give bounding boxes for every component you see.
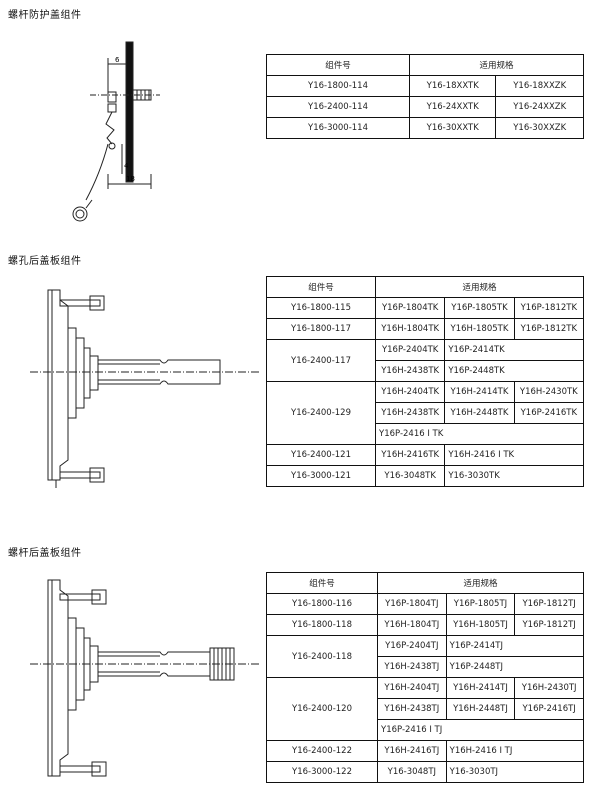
spec-cell: Y16P-1804TJ <box>377 593 447 615</box>
table-row: Y16-2400-117 Y16P-2404TK Y16P-2414TK <box>266 339 584 382</box>
spec-cell: Y16P-2448TK <box>444 360 584 382</box>
section-title-hole-plate: 螺孔后盖板组件 <box>8 256 82 267</box>
header-spec: 适用规格 <box>375 276 584 298</box>
hole-plate-spec-table: 组件号 适用规格 Y16-1800-115 Y16P-1804TK Y16P-1… <box>266 276 585 487</box>
table-row: Y16-2400-118 Y16P-2404TJ Y16P-2414TJ <box>266 635 585 678</box>
spec-cell: Y16H-2414TJ <box>445 677 516 699</box>
spec-cell: Y16H-2404TJ <box>377 677 447 699</box>
spec-cell: Y16H-2404TK <box>374 381 446 403</box>
spec-cell: Y16P-2448TJ <box>445 656 585 678</box>
screw-plate-drawing <box>30 579 260 777</box>
dim-label-4: 4 <box>124 162 129 170</box>
spec-cell: Y16P-1805TK <box>444 297 515 319</box>
spec-cell: Y16-24XXTK <box>408 96 497 118</box>
part-number: Y16-2400-129 <box>266 381 376 445</box>
dim-label-6: 6 <box>115 56 120 64</box>
table-row: Y16-1800-115 Y16P-1804TK Y16P-1805TK Y16… <box>266 297 585 319</box>
spec-cell: Y16H-1805TK <box>444 318 515 340</box>
table-row: Y16-1800-118 Y16H-1804TJ Y16H-1805TJ Y16… <box>266 614 584 636</box>
header-part: 组件号 <box>266 572 378 594</box>
part-number: Y16-1800-117 <box>266 318 376 340</box>
part-number: Y16-1800-118 <box>266 614 378 636</box>
spec-cell: Y16P-1812TJ <box>514 593 584 615</box>
spec-cell: Y16-3030TJ <box>445 761 585 783</box>
table-row: Y16-1800-114 Y16-18XXTK Y16-18XXZK <box>266 75 584 97</box>
spec-cell: Y16-3048TJ <box>377 761 447 783</box>
part-number: Y16-2400-114 <box>266 96 410 118</box>
table-row: Y16-3000-114 Y16-30XXTK Y16-30XXZK <box>266 117 584 139</box>
spec-cell: Y16P-2404TK <box>374 339 446 361</box>
spec-cell: Y16P-2414TJ <box>445 635 585 657</box>
part-number: Y16-3000-121 <box>266 465 376 487</box>
table-row: Y16-3000-121 Y16-3048TK Y16-3030TK <box>266 465 584 487</box>
header-spec: 适用规格 <box>409 54 584 76</box>
header-spec: 适用规格 <box>377 572 584 594</box>
dim-label-18: 18 <box>126 175 135 183</box>
spec-cell: Y16H-2430TK <box>513 381 585 403</box>
cap-spec-table: 组件号 适用规格 Y16-1800-114 Y16-18XXTK Y16-18X… <box>266 54 584 139</box>
spec-cell: Y16P-2416 I TK <box>375 423 584 445</box>
spec-cell: Y16P-2416TK <box>513 402 585 424</box>
spec-cell: Y16H-2416TK <box>374 444 446 466</box>
table-row: Y16H-2438TK Y16H-2448TK Y16P-2416TK <box>267 402 585 424</box>
spec-cell: Y16H-2448TJ <box>445 698 516 720</box>
table-row: Y16-2400-114 Y16-24XXTK Y16-24XXZK <box>266 96 584 118</box>
spec-cell: Y16H-2416 I TJ <box>445 740 585 762</box>
spec-cell: Y16P-2416TJ <box>514 698 584 720</box>
spec-cell: Y16H-2438TJ <box>377 698 447 720</box>
hole-plate-drawing <box>30 289 260 488</box>
part-number: Y16-2400-121 <box>266 444 376 466</box>
table-row: Y16-1800-116 Y16P-1804TJ Y16P-1805TJ Y16… <box>266 593 584 615</box>
spec-cell: Y16-30XXTK <box>408 117 497 139</box>
spec-cell: Y16P-1812TK <box>513 297 585 319</box>
table-row: Y16-2400-121 Y16H-2416TK Y16H-2416 I TK <box>266 444 584 466</box>
spec-cell: Y16-3030TK <box>444 465 584 487</box>
spec-cell: Y16-30XXZK <box>495 117 584 139</box>
spec-cell: Y16H-2414TK <box>444 381 515 403</box>
part-number: Y16-2400-122 <box>266 740 378 762</box>
table-row: Y16-3000-122 Y16-3048TJ Y16-3030TJ <box>266 761 585 783</box>
part-number: Y16-1800-114 <box>266 75 410 97</box>
spec-cell: Y16H-2416 I TK <box>444 444 584 466</box>
screw-plate-spec-table: 组件号 适用规格 Y16-1800-116 Y16P-1804TJ Y16P-1… <box>266 572 585 783</box>
part-number: Y16-1800-115 <box>266 297 376 319</box>
spec-cell: Y16-18XXZK <box>495 75 584 97</box>
part-number: Y16-2400-117 <box>266 339 376 382</box>
table-row: Y16-1800-117 Y16H-1804TK Y16H-1805TK Y16… <box>266 318 585 340</box>
table-row: Y16-2400-120 Y16H-2404TJ Y16H-2414TJ Y16… <box>266 677 584 741</box>
spec-cell: Y16P-1812TK <box>513 318 585 340</box>
spec-cell: Y16H-2438TJ <box>377 656 447 678</box>
spec-cell: Y16P-2414TK <box>444 339 584 361</box>
spec-cell: Y16P-1804TK <box>374 297 446 319</box>
table-row: Y16-2400-129 Y16H-2404TK Y16H-2414TK Y16… <box>266 381 585 445</box>
spec-cell: Y16-24XXZK <box>495 96 584 118</box>
spec-cell: Y16-18XXTK <box>408 75 497 97</box>
screw-cap-drawing: 6 4 18 <box>72 41 160 222</box>
part-number: Y16-3000-114 <box>266 117 410 139</box>
part-number: Y16-1800-116 <box>266 593 378 615</box>
part-number: Y16-2400-118 <box>266 635 378 678</box>
spec-cell: Y16P-2416 I TJ <box>377 719 584 741</box>
spec-cell: Y16H-2416TJ <box>377 740 447 762</box>
header-part: 组件号 <box>266 54 410 76</box>
spec-cell: Y16H-2430TJ <box>514 677 584 699</box>
spec-cell: Y16P-1805TJ <box>445 593 516 615</box>
part-number: Y16-3000-122 <box>266 761 378 783</box>
spec-cell: Y16H-1804TK <box>374 318 446 340</box>
spec-cell: Y16H-1804TJ <box>377 614 447 636</box>
spec-cell: Y16-3048TK <box>374 465 446 487</box>
table-row: Y16-2400-122 Y16H-2416TJ Y16H-2416 I TJ <box>266 740 585 762</box>
table-row: Y16H-2438TK Y16P-2448TK <box>267 360 584 382</box>
spec-cell: Y16H-2438TK <box>374 402 446 424</box>
section-title-screw-plate: 螺杆后盖板组件 <box>8 548 82 559</box>
spec-cell: Y16P-2404TJ <box>377 635 447 657</box>
section-title-cap: 螺杆防护盖组件 <box>8 10 82 21</box>
header-part: 组件号 <box>266 276 376 298</box>
spec-cell: Y16H-2448TK <box>444 402 515 424</box>
spec-cell: Y16P-1812TJ <box>514 614 584 636</box>
spec-cell: Y16H-1805TJ <box>445 614 516 636</box>
part-number: Y16-2400-120 <box>266 677 378 741</box>
spec-cell: Y16H-2438TK <box>374 360 446 382</box>
